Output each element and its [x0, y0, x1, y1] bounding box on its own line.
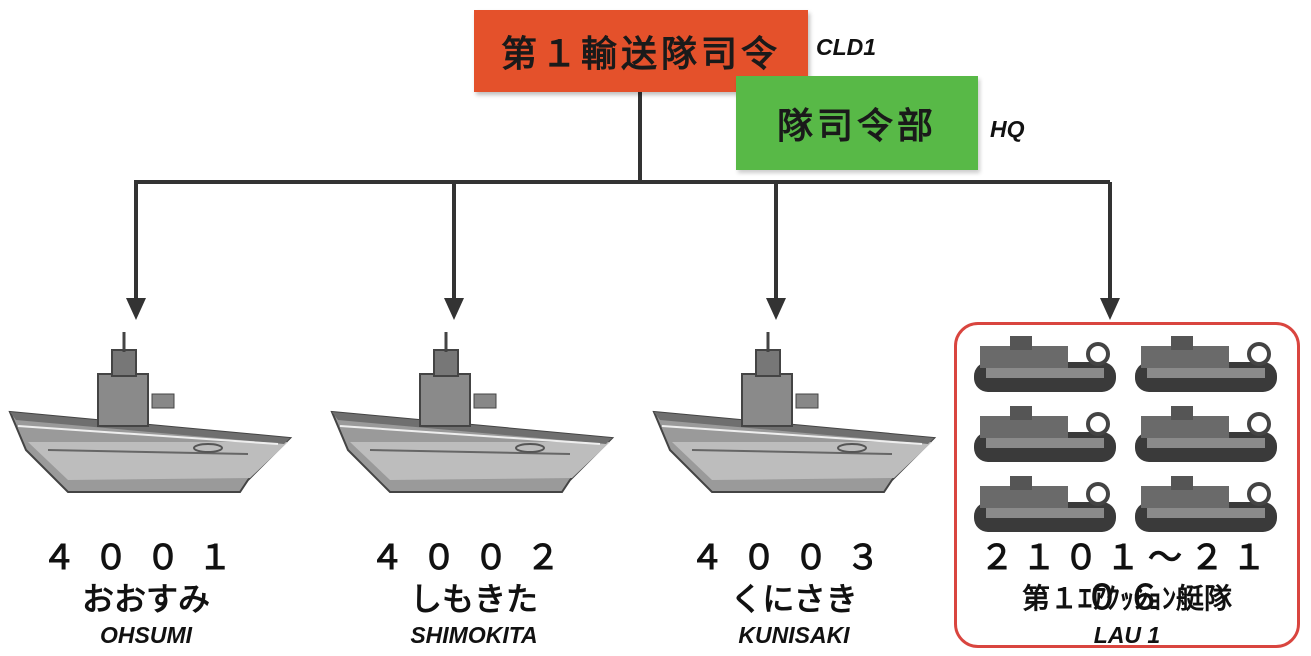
headquarters-label: 隊司令部	[776, 105, 937, 147]
unit-label-ohsumi: ４００１ おおすみ OHSUMI	[0, 538, 306, 650]
headquarters-tag: HQ	[990, 116, 1025, 142]
arrowhead-ohsumi	[126, 298, 146, 320]
hovercraft-icon	[1135, 336, 1277, 392]
unit-name-en: LAU 1	[1093, 622, 1161, 648]
unit-name-jp: 第１ｴｱｸｯｼｮﾝ艇隊	[1021, 582, 1232, 615]
ship-icon	[652, 332, 937, 493]
unit-number: ４００２	[370, 538, 578, 578]
arrowhead-shimokita	[444, 298, 464, 320]
arrowhead-kunisaki	[766, 298, 786, 320]
ship-icon	[8, 332, 293, 493]
unit-number: ４００３	[690, 538, 898, 578]
arrowhead-lau	[1100, 298, 1120, 320]
command-label: 第１輸送隊司令	[500, 33, 781, 75]
hovercraft-icon	[1135, 406, 1277, 462]
unit-name-jp: おおすみ	[81, 580, 210, 618]
unit-number: ４００１	[42, 538, 250, 578]
unit-name-jp: しもきた	[409, 580, 538, 618]
unit-name-en: SHIMOKITA	[410, 622, 538, 648]
unit-label-shimokita: ４００２ しもきた SHIMOKITA	[314, 538, 634, 650]
unit-label-kunisaki: ４００３ くにさき KUNISAKI	[634, 538, 954, 650]
unit-name-jp: くにさき	[730, 580, 858, 618]
headquarters-box: 隊司令部	[736, 76, 978, 170]
hovercraft-icon	[974, 476, 1116, 532]
unit-name-en: OHSUMI	[100, 622, 192, 648]
hovercraft-grid	[970, 332, 1288, 538]
hovercraft-icon	[1135, 476, 1277, 532]
unit-name-en: KUNISAKI	[738, 622, 850, 648]
hovercraft-icon	[974, 336, 1116, 392]
lau-frame	[954, 322, 1300, 648]
hovercraft-icon	[974, 406, 1116, 462]
unit-number: ２１０１～２１０６	[980, 538, 1274, 618]
ship-icon	[330, 332, 615, 493]
unit-label-lau: ２１０１～２１０６ 第１ｴｱｸｯｼｮﾝ艇隊 LAU 1	[967, 538, 1287, 650]
command-tag: CLD1	[816, 34, 877, 60]
